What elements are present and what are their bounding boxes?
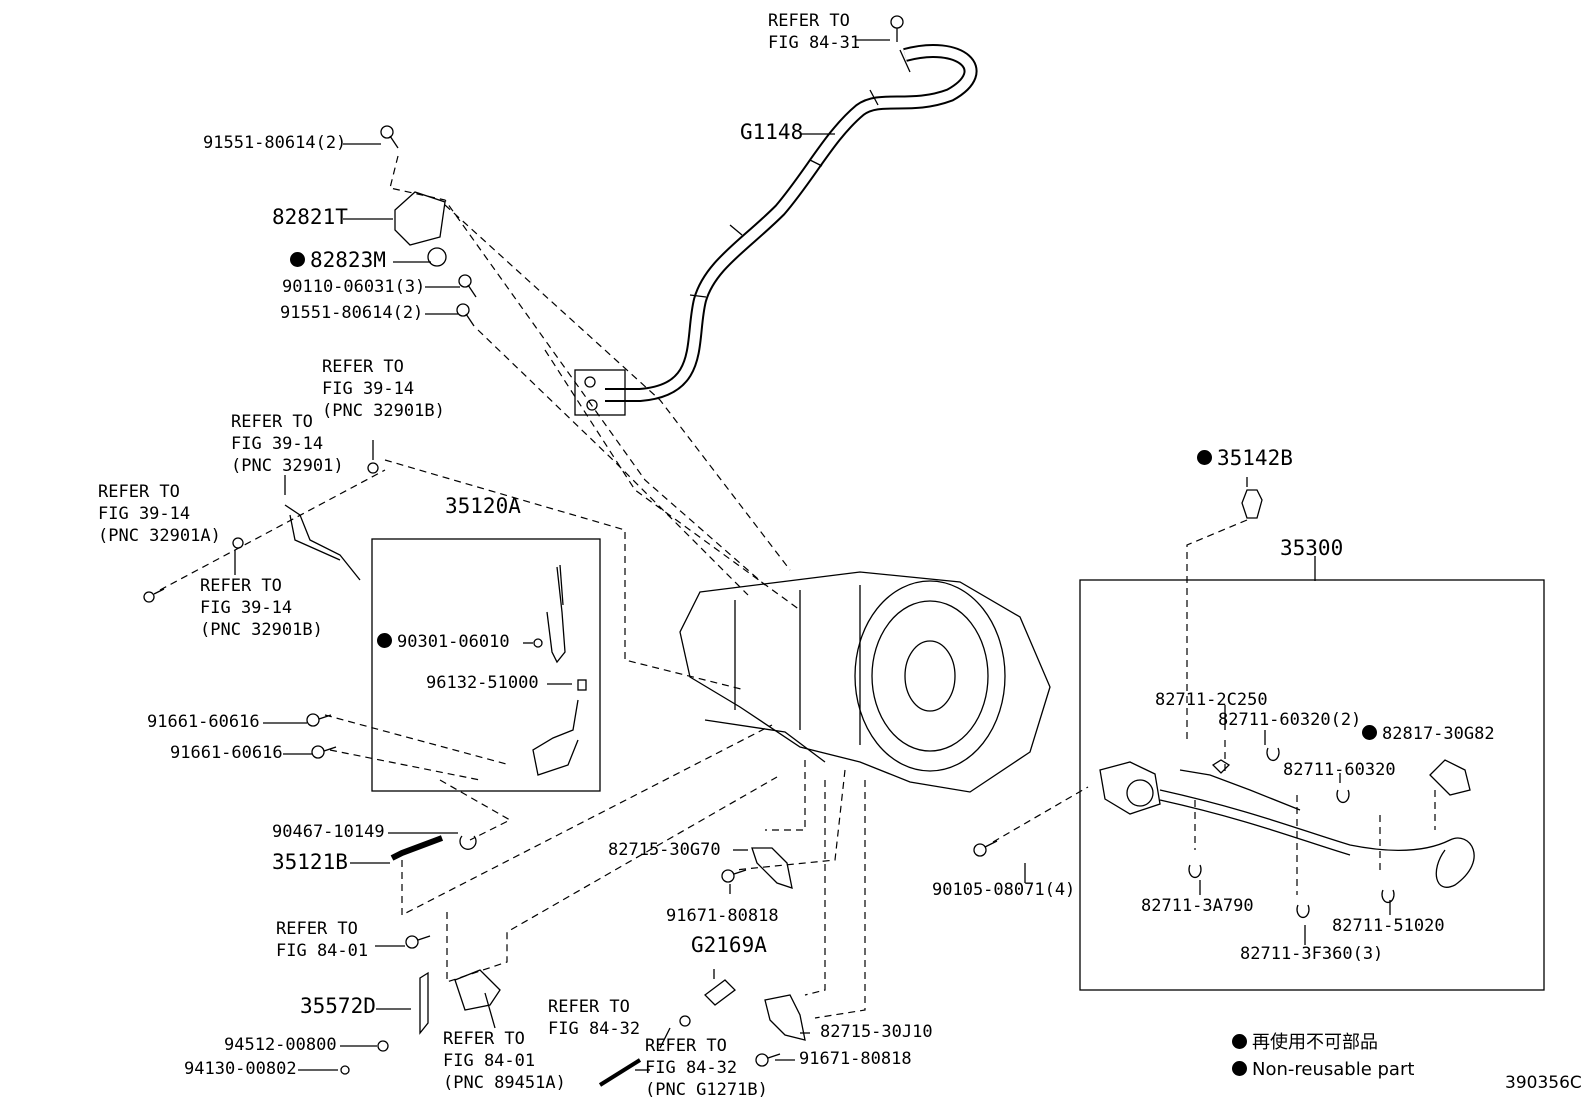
- leader-lines: [234, 39, 1391, 1071]
- label-35572D: 35572D: [300, 994, 376, 1018]
- refer-fig-39-14-32901B-bottom: REFER TO FIG 39-14 (PNC 32901B): [200, 576, 323, 640]
- label-82715-30J10: 82715-30J10: [820, 1022, 933, 1042]
- label-82821T: 82821T: [272, 205, 348, 229]
- bracket-32901-drawing: [284, 504, 361, 581]
- bracket-82821T-drawing: [394, 191, 446, 246]
- label-91671-80818-a: 91671-80818: [666, 906, 779, 926]
- kit-35120A-box: [371, 538, 601, 792]
- label-91551-80614-top: 91551-80614(2): [203, 133, 347, 153]
- label-g1148: G1148: [740, 120, 804, 144]
- label-82823M: 82823M: [290, 250, 386, 271]
- sensor-drawing: [454, 969, 501, 1011]
- refer-fig-84-32-G1271B: REFER TO FIG 84-32 (PNC G1271B): [645, 1036, 768, 1099]
- refer-fig-39-14-32901B-top: REFER TO FIG 39-14 (PNC 32901B): [322, 357, 445, 421]
- dipstick-tube-drawing: [532, 564, 587, 776]
- label-82711-2C250: 82711-2C250: [1155, 690, 1268, 710]
- label-91551-80614-b: 91551-80614(2): [280, 303, 424, 323]
- seal-82823M-drawing: [427, 247, 447, 267]
- label-94512-00800: 94512-00800: [224, 1035, 337, 1055]
- label-82711-60320-2: 82711-60320(2): [1218, 710, 1362, 730]
- legend-en: Non-reusable part: [1232, 1060, 1414, 1079]
- label-82715-30G70: 82715-30G70: [608, 840, 721, 860]
- dashed-assembly-lines: [159, 155, 1436, 1019]
- label-90110-06031: 90110-06031(3): [282, 277, 426, 297]
- label-82711-3A790: 82711-3A790: [1141, 896, 1254, 916]
- label-90467-10149: 90467-10149: [272, 822, 385, 842]
- bracket-82715-30J10-drawing: [764, 994, 806, 1041]
- label-82711-3F360: 82711-3F360(3): [1240, 944, 1384, 964]
- non-reusable-dot: [1232, 1033, 1247, 1049]
- label-90301-06010: 90301-06010: [377, 632, 510, 651]
- non-reusable-dot: [377, 632, 392, 648]
- refer-fig-84-31: REFER TO FIG 84-31: [768, 11, 861, 53]
- label-35121B: 35121B: [272, 850, 348, 874]
- label-G2169A: G2169A: [691, 933, 767, 957]
- refer-fig-39-14-32901: REFER TO FIG 39-14 (PNC 32901): [231, 412, 344, 476]
- label-82711-51020: 82711-51020: [1332, 916, 1445, 936]
- non-reusable-dot: [1362, 724, 1377, 740]
- non-reusable-dot: [1197, 449, 1212, 465]
- refer-fig-84-01-89451A: REFER TO FIG 84-01 (PNC 89451A): [443, 1029, 566, 1093]
- breather-drawing: [704, 979, 736, 1006]
- label-35120A: 35120A: [445, 494, 521, 518]
- non-reusable-dot: [1232, 1060, 1247, 1076]
- refer-fig-39-14-32901A: REFER TO FIG 39-14 (PNC 32901A): [98, 482, 221, 546]
- label-91671-80818-b: 91671-80818: [799, 1049, 912, 1069]
- non-reusable-dot: [290, 251, 305, 267]
- gasket-35142B-drawing: [1241, 489, 1263, 519]
- hose-90467-drawing: [459, 835, 477, 850]
- label-91661-60616-b: 91661-60616: [170, 743, 283, 763]
- label-82817-30G82: 82817-30G82: [1362, 724, 1495, 743]
- transmission-drawing: [679, 571, 1051, 793]
- label-90105-08071: 90105-08071(4): [932, 880, 1076, 900]
- bracket-35572D-drawing: [419, 971, 429, 1035]
- label-35300: 35300: [1280, 536, 1344, 560]
- label-91661-60616-a: 91661-60616: [147, 712, 260, 732]
- label-35142B: 35142B: [1197, 448, 1293, 469]
- pipe-35121B-drawing: [390, 835, 444, 861]
- figure-id: 390356C: [1505, 1073, 1582, 1093]
- refer-fig-84-32: REFER TO FIG 84-32: [548, 997, 641, 1039]
- wire-harness-drawing: [1099, 747, 1475, 918]
- bracket-82715-30G70-drawing: [751, 847, 793, 889]
- hose-g1148-drawing: [574, 44, 978, 416]
- refer-fig-84-01: REFER TO FIG 84-01: [276, 919, 369, 961]
- bolts-drawing: [143, 15, 998, 1075]
- legend-jp: 再使用不可部品: [1232, 1033, 1378, 1052]
- harness-35300-box: [1079, 579, 1545, 991]
- label-82711-60320: 82711-60320: [1283, 760, 1396, 780]
- label-96132-51000: 96132-51000: [426, 673, 539, 693]
- label-94130-00802: 94130-00802: [184, 1059, 297, 1079]
- breather-hose-drawing: [598, 1058, 642, 1087]
